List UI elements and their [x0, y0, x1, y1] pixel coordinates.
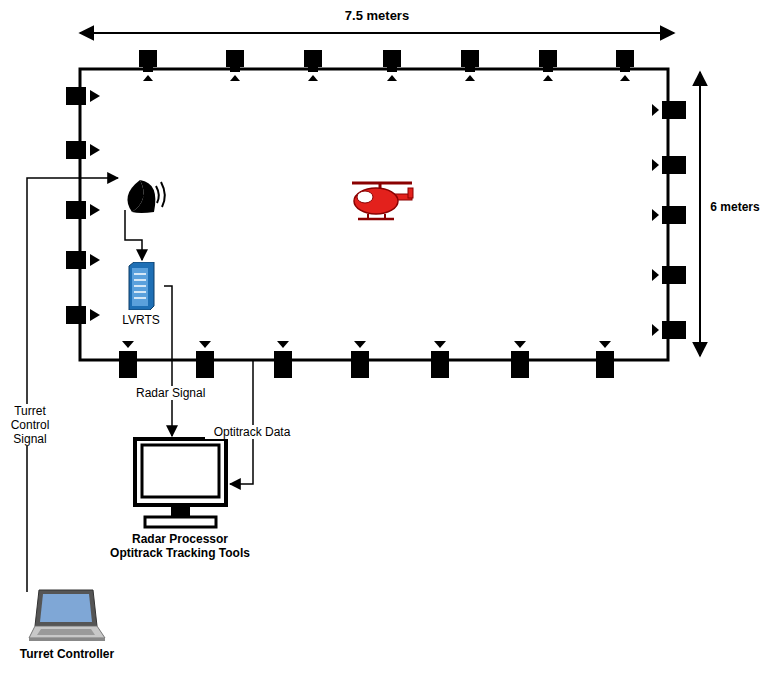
laptop-icon	[27, 588, 107, 644]
width-dimension-label: 7.5 meters	[333, 9, 421, 23]
signal-connector	[164, 286, 172, 436]
radar-dish	[128, 180, 165, 213]
node-label: Turret Controller	[0, 647, 134, 661]
server-icon	[126, 262, 156, 310]
laptop-node: Turret Controller	[0, 588, 134, 661]
optitrack-wire	[230, 361, 253, 484]
dish-to-lvrts-wire	[125, 210, 142, 260]
node-icon	[95, 437, 265, 529]
node-icon	[0, 588, 134, 644]
camera-group	[66, 50, 686, 378]
signal-label: Turret Control Signal	[6, 404, 54, 446]
node-icon	[118, 262, 164, 310]
signal-label: Optitrack Data	[205, 425, 299, 439]
monitor-node: Radar ProcessorOptitrack Tracking Tools	[95, 437, 265, 560]
height-dimension-label: 6 meters	[705, 200, 765, 214]
node-label: Optitrack Tracking Tools	[95, 546, 265, 560]
helicopter	[352, 183, 413, 219]
capture-room	[80, 69, 668, 360]
node-label: Radar Processor	[95, 532, 265, 546]
node-label: LVRTS	[118, 313, 164, 327]
height-dimension	[699, 72, 701, 356]
monitor-icon	[133, 437, 228, 529]
turret-control-wire	[27, 178, 118, 592]
server-node: LVRTS	[118, 262, 164, 327]
edge-label: Radar Signal	[134, 386, 207, 400]
width-dimension	[80, 32, 674, 34]
